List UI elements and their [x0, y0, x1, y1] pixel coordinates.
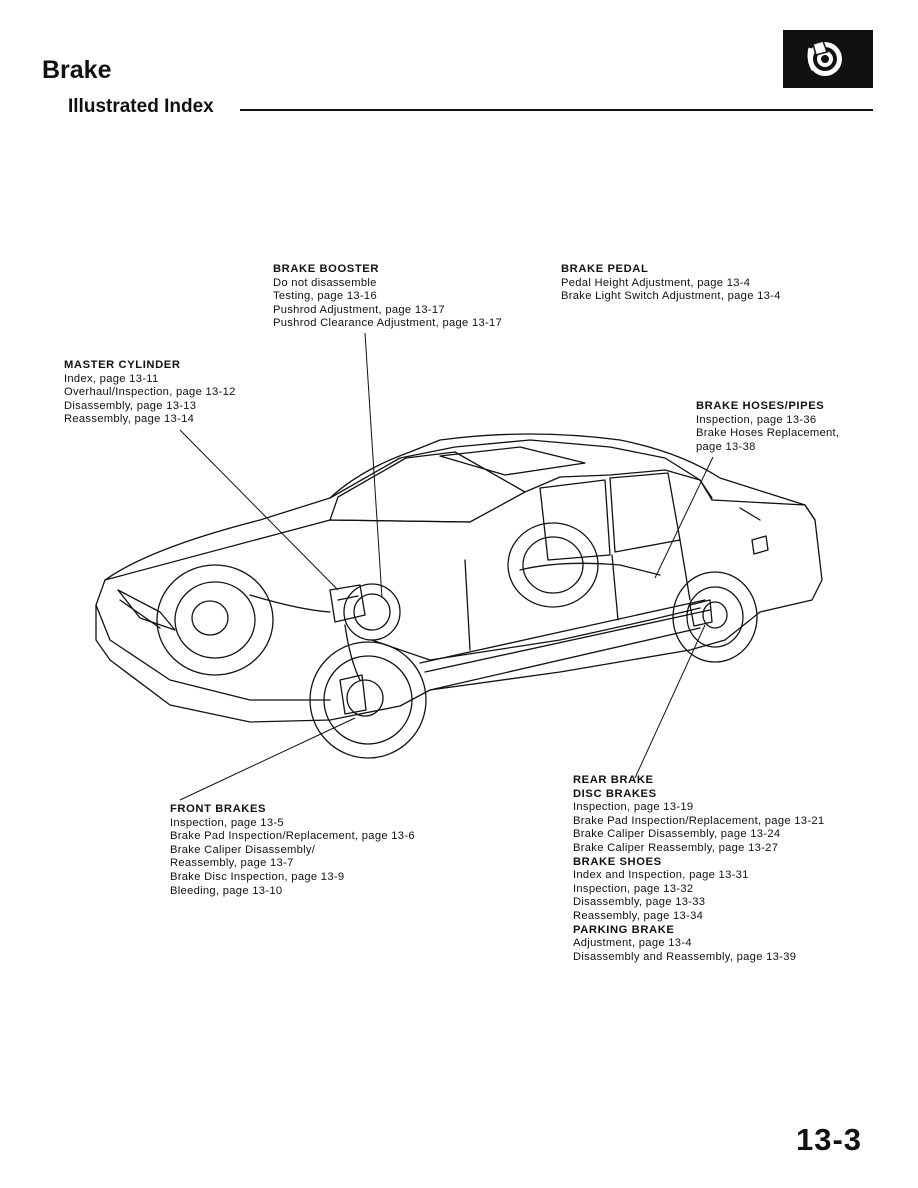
brake-pedal-line: Brake Light Switch Adjustment, page 13-4	[561, 290, 781, 303]
brake-disc-icon	[807, 40, 842, 76]
front-brakes-line: Bleeding, page 13-10	[170, 884, 283, 897]
front-brakes-line: Reassembly, page 13-7	[170, 857, 294, 870]
front-brakes-callout: FRONT BRAKES Inspection, page 13-5 Brake…	[170, 803, 415, 898]
sunroof	[439, 446, 586, 476]
front-left-wheel	[156, 564, 274, 676]
master-cylinder-line: Disassembly, page 13-13	[64, 399, 197, 412]
rear-left-wheel	[507, 522, 599, 608]
master-cylinder-title: MASTER CYLINDER	[64, 359, 181, 371]
page-number: 13-3	[796, 1122, 863, 1157]
leader-front-brakes	[179, 717, 356, 801]
rear-right-wheel	[672, 571, 758, 663]
brake-hoses-line: page 13-38	[696, 440, 756, 453]
section-title: Brake	[42, 56, 112, 84]
brake-pedal-title: BRAKE PEDAL	[561, 263, 649, 275]
leader-master-cylinder	[179, 429, 339, 591]
roof-line	[329, 439, 713, 501]
rear-window	[524, 469, 713, 499]
master-cylinder-body	[329, 584, 366, 623]
disc-brakes-line: Inspection, page 13-19	[573, 801, 694, 814]
rear-brake-title: REAR BRAKE	[573, 774, 654, 786]
windshield	[329, 451, 526, 523]
front-right-wheel	[309, 641, 427, 759]
leader-brake-booster	[364, 332, 383, 599]
brake-shoes-line: Inspection, page 13-32	[573, 882, 694, 895]
brake-shoes-title: BRAKE SHOES	[573, 855, 662, 868]
disc-brakes-title: DISC BRAKES	[573, 787, 657, 800]
master-cylinder-callout: MASTER CYLINDER Index, page 13-11 Overha…	[64, 359, 236, 427]
brake-booster-title: BRAKE BOOSTER	[273, 263, 380, 275]
brake-hoses-title: BRAKE HOSES/PIPES	[696, 400, 825, 412]
front-brakes-line: Inspection, page 13-5	[170, 816, 284, 829]
brake-booster-callout: BRAKE BOOSTER Do not disassemble Testing…	[273, 263, 502, 331]
brake-shoes-line: Reassembly, page 13-34	[573, 909, 704, 922]
brake-shoes-line: Disassembly, page 13-33	[573, 896, 706, 909]
disc-brakes-line: Brake Caliper Reassembly, page 13-27	[573, 841, 779, 854]
leader-brake-hoses	[654, 456, 714, 579]
headlight	[117, 589, 176, 631]
brake-hoses-callout: BRAKE HOSES/PIPES Inspection, page 13-36…	[696, 400, 839, 454]
rocker-panel	[429, 627, 701, 691]
caliper-front	[339, 674, 367, 715]
page-subtitle: Illustrated Index	[68, 96, 214, 117]
caliper-rear	[689, 599, 713, 627]
trunk-line	[711, 499, 816, 521]
brake-hoses-line: Inspection, page 13-36	[696, 413, 817, 426]
master-cylinder-line: Overhaul/Inspection, page 13-12	[64, 386, 236, 399]
door-line	[464, 539, 691, 651]
brake-booster-line: Do not disassemble	[273, 276, 377, 289]
hood-line	[104, 519, 471, 581]
parking-brake-title: PARKING BRAKE	[573, 923, 675, 936]
brake-shoes-line: Index and Inspection, page 13-31	[573, 869, 749, 882]
title-rule	[240, 109, 873, 111]
car-body-outline	[95, 433, 823, 723]
section-badge	[783, 30, 873, 88]
door-windows	[539, 472, 681, 561]
brake-hoses-line: Brake Hoses Replacement,	[696, 427, 840, 440]
front-bumper	[95, 599, 331, 701]
front-brakes-title: FRONT BRAKES	[170, 803, 267, 815]
fuel-door	[751, 535, 769, 555]
parking-brake-line: Disassembly and Reassembly, page 13-39	[573, 950, 797, 963]
brake-lines	[249, 562, 701, 681]
brake-booster-line: Pushrod Adjustment, page 13-17	[273, 303, 445, 316]
disc-brakes-line: Brake Caliper Disassembly, page 13-24	[573, 828, 781, 841]
side-molding	[419, 599, 711, 673]
master-cylinder-line: Index, page 13-11	[64, 372, 159, 385]
brake-booster-line: Testing, page 13-16	[273, 290, 377, 303]
front-brakes-line: Brake Disc Inspection, page 13-9	[170, 870, 345, 883]
brake-booster-line: Pushrod Clearance Adjustment, page 13-17	[273, 317, 503, 330]
brake-pedal-callout: BRAKE PEDAL Pedal Height Adjustment, pag…	[561, 263, 781, 304]
leader-rear-brake	[634, 624, 706, 779]
parking-brake-line: Adjustment, page 13-4	[573, 937, 692, 950]
rear-brake-callout: REAR BRAKE DISC BRAKES Inspection, page …	[573, 774, 824, 964]
master-cylinder-line: Reassembly, page 13-14	[64, 413, 195, 426]
disc-brakes-line: Brake Pad Inspection/Replacement, page 1…	[573, 814, 825, 827]
brake-pedal-line: Pedal Height Adjustment, page 13-4	[561, 276, 751, 289]
brake-booster-drum	[343, 583, 401, 641]
front-brakes-line: Brake Pad Inspection/Replacement, page 1…	[170, 830, 415, 843]
front-brakes-line: Brake Caliper Disassembly/	[170, 843, 316, 856]
